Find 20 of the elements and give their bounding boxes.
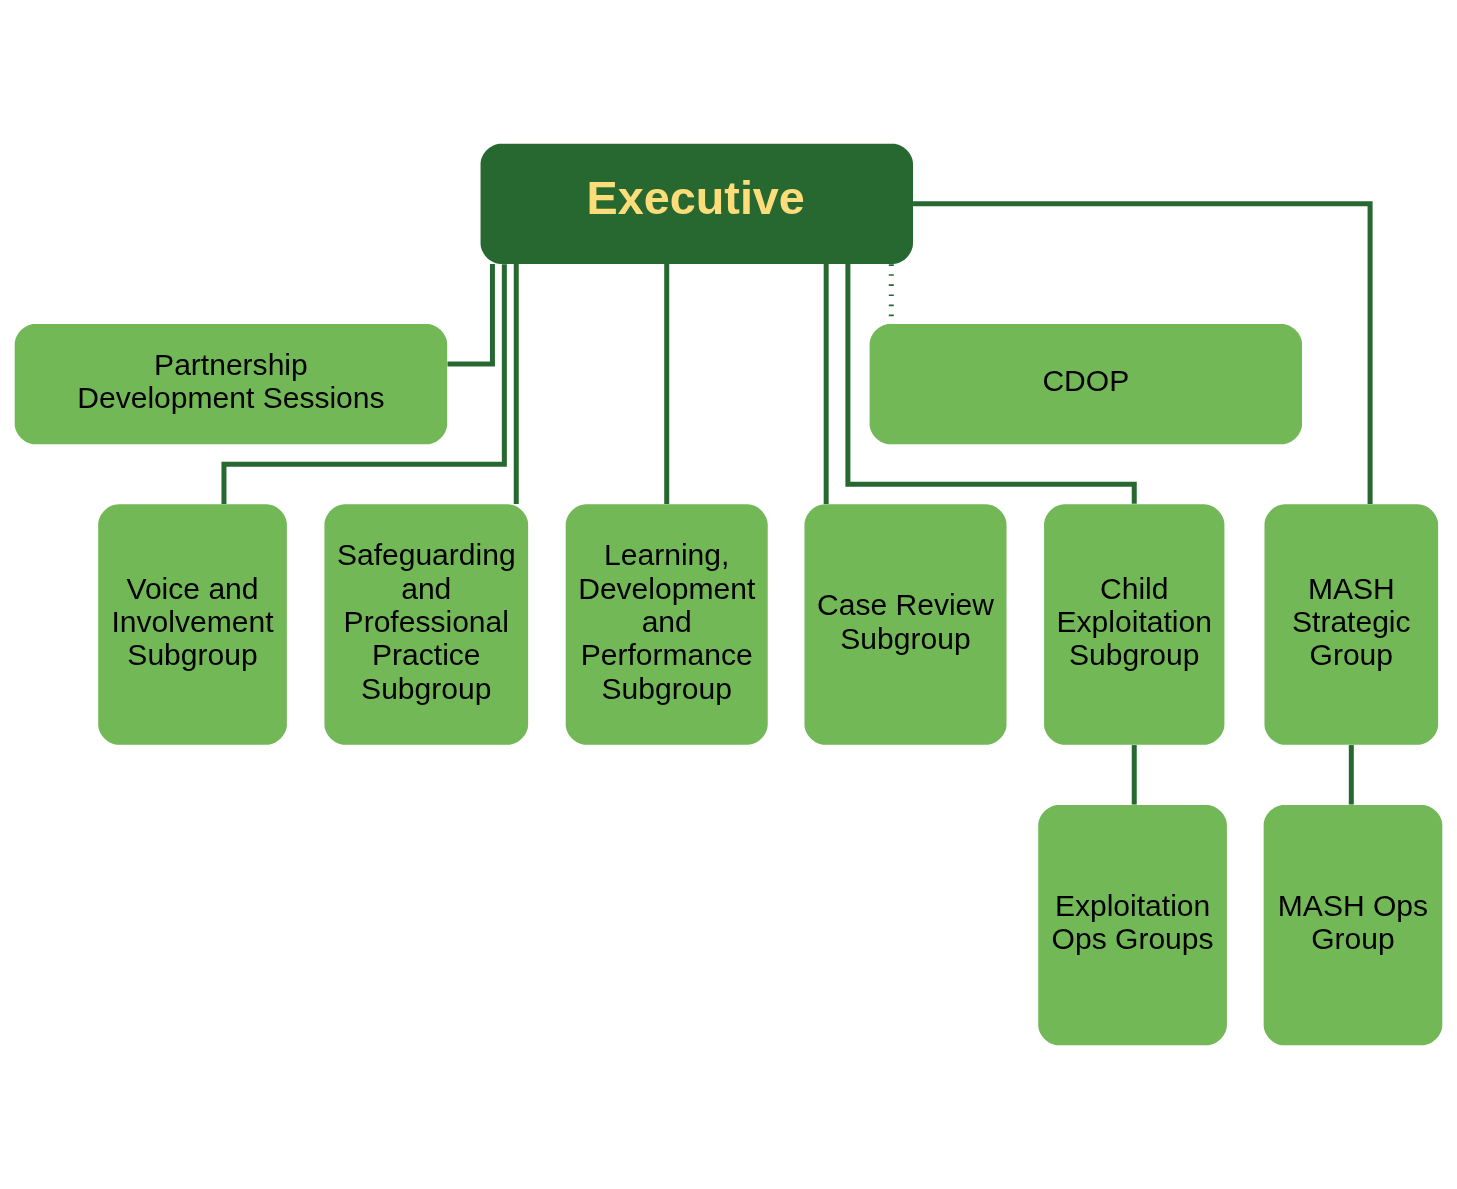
connector (1348, 745, 1354, 805)
connector (913, 201, 1373, 504)
node-box: Learning, Development and Performance Subgroup (565, 504, 768, 745)
connector (823, 264, 829, 505)
node-box: Exploitation Ops Groups (1038, 804, 1227, 1046)
node-box: Child Exploitation Subgroup (1044, 504, 1225, 745)
node-box: Voice and Involvement Subgroup (98, 504, 287, 745)
node-box: CDOP (869, 324, 1303, 445)
connector (845, 263, 1137, 504)
node-box: Executive (480, 143, 913, 264)
node-box: MASH Strategic Group (1264, 504, 1439, 745)
node-box: Safeguarding and Professional Practice Subgroup (324, 504, 529, 745)
connector (447, 263, 495, 367)
connector (1131, 745, 1137, 805)
connector (664, 264, 670, 505)
node-box: Case Review Subgroup (804, 504, 1007, 745)
node-box: MASH Ops Group (1263, 804, 1443, 1046)
node-box: Partnership Development Sessions (14, 324, 448, 445)
connector (513, 264, 519, 505)
connector (221, 264, 507, 504)
